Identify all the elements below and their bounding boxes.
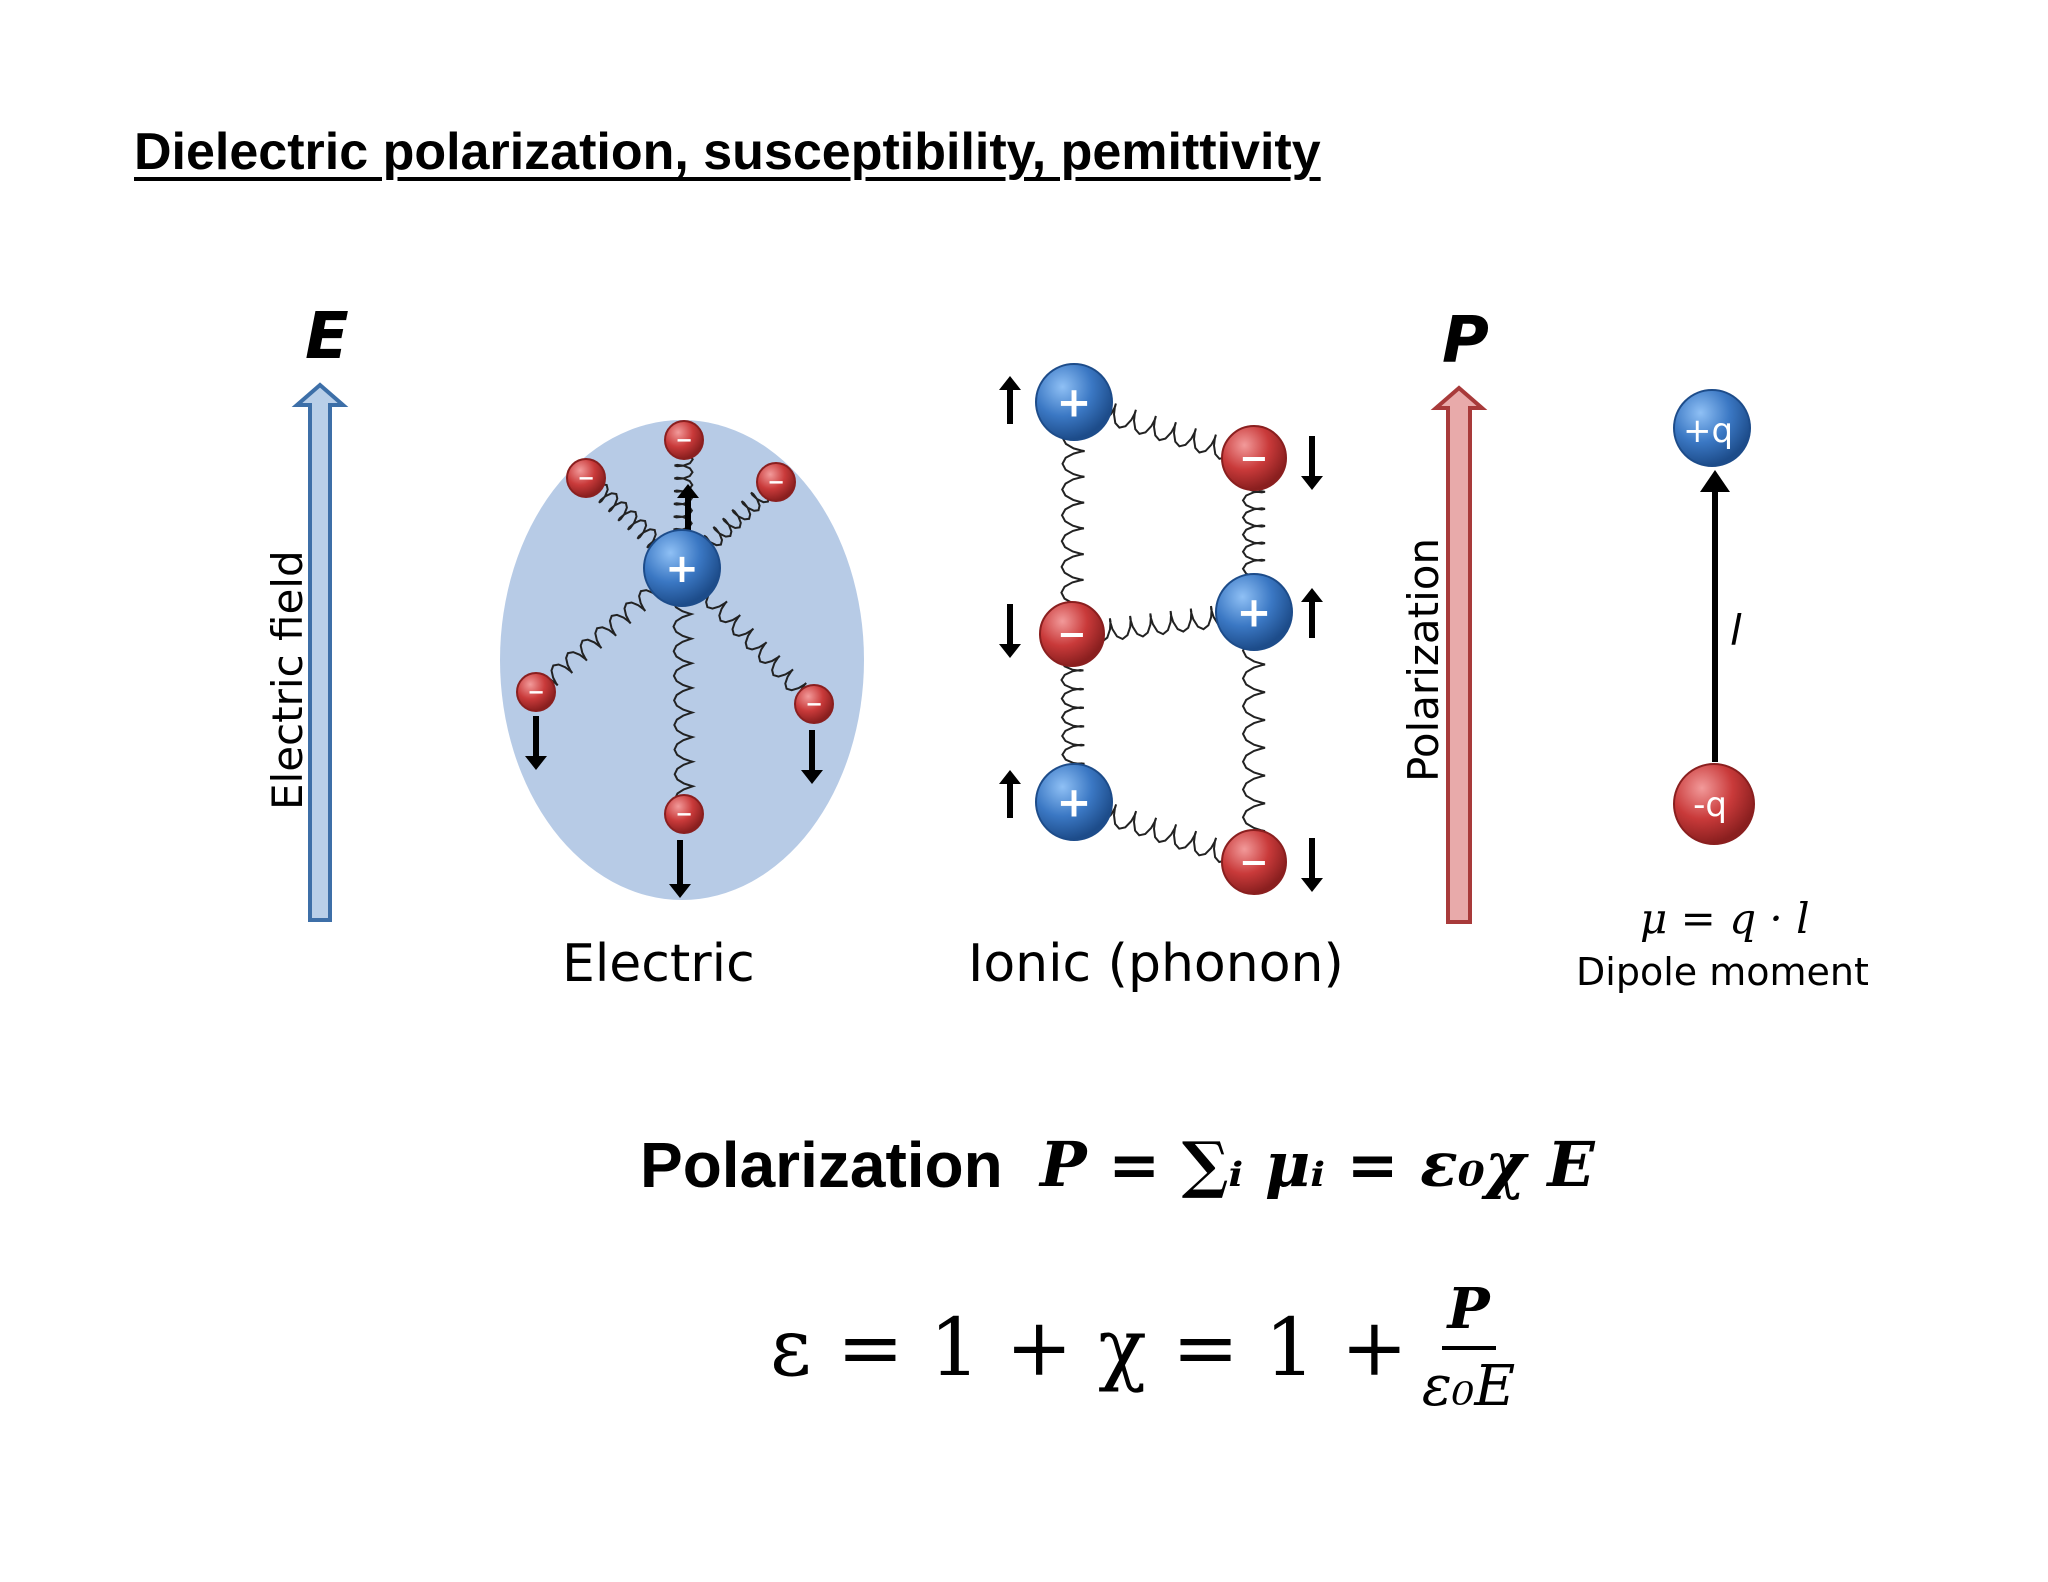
up-arrow <box>677 484 699 530</box>
electric-field-arrow <box>291 382 349 922</box>
fraction-numerator: P <box>1441 1276 1496 1350</box>
polarization-equation-text: P = ∑ᵢ μᵢ = ε₀χ E <box>1040 1128 1595 1201</box>
spring <box>1241 611 1266 863</box>
electronic-polarization-model: + − − − − − − <box>500 420 864 900</box>
polarization-label: Polarization <box>1399 538 1448 782</box>
dipole-model: +q -q l <box>1673 389 1755 845</box>
positive-charge <box>1673 389 1751 467</box>
positive-ion: + <box>1035 363 1113 441</box>
plus-sign: + <box>1056 377 1091 426</box>
dipole-length-symbol: l <box>1730 606 1742 655</box>
up-arrow <box>999 770 1021 818</box>
negative-ion: − <box>566 458 606 498</box>
negative-ion: − <box>1221 829 1287 895</box>
minus-sign: − <box>1057 614 1086 655</box>
negative-ion: − <box>664 794 704 834</box>
polarization-arrow <box>1430 385 1488 924</box>
minus-sign: − <box>675 428 693 452</box>
plus-sign: + <box>1056 777 1091 826</box>
polarization-equation: P = ∑ᵢ μᵢ = ε₀χ E <box>1040 1128 1595 1201</box>
down-arrow <box>999 604 1021 658</box>
field-label: Electric field <box>263 550 312 810</box>
minus-sign: − <box>767 470 785 494</box>
negative-charge <box>1673 763 1755 845</box>
down-arrow <box>525 716 547 770</box>
minus-sign: − <box>527 680 545 704</box>
negative-ion: − <box>1221 425 1287 491</box>
displacement-arrows <box>525 484 823 898</box>
minus-sign: − <box>675 802 693 826</box>
spring <box>671 567 697 815</box>
minus-sign: − <box>1239 842 1268 883</box>
plus-sign: + <box>1236 587 1271 636</box>
polarization-symbol: P <box>1442 304 1489 378</box>
minus-sign: − <box>1239 438 1268 479</box>
dipole-formula: μ = q · l <box>1640 894 1810 943</box>
fraction: P ε₀E <box>1422 1276 1515 1419</box>
down-arrow <box>1301 838 1323 892</box>
permittivity-equation: ε = 1 + χ = 1 + P ε₀E <box>770 1276 1515 1419</box>
positive-ion: + <box>1035 763 1113 841</box>
minus-sign: − <box>577 466 595 490</box>
negative-ion: − <box>756 462 796 502</box>
ionic-caption: Ionic (phonon) <box>968 934 1344 994</box>
positive-charge-label: +q <box>1683 411 1733 451</box>
ionic-polarization-model: + − − + + − <box>999 363 1323 895</box>
electric-caption: Electric <box>562 934 755 994</box>
down-arrow <box>801 730 823 784</box>
negative-ion: − <box>1039 601 1105 667</box>
fraction-denominator: ε₀E <box>1421 1353 1516 1419</box>
up-arrow <box>999 376 1021 424</box>
down-arrow <box>669 840 691 898</box>
dipole-caption: Dipole moment <box>1576 950 1869 994</box>
plus-sign: + <box>665 546 699 592</box>
negative-ion: − <box>516 672 556 712</box>
down-arrow <box>1301 436 1323 490</box>
negative-ion: − <box>794 684 834 724</box>
up-arrow <box>1301 588 1323 638</box>
slide-title: Dielectric polarization, susceptibility,… <box>134 123 1321 181</box>
permittivity-equation-lhs: ε = 1 + χ = 1 + <box>770 1300 1408 1394</box>
positive-ion: + <box>1215 573 1293 651</box>
negative-charge-label: -q <box>1693 785 1727 825</box>
equation1-label: Polarization <box>640 1129 1003 1201</box>
positive-nucleus <box>643 529 721 607</box>
negative-ion: − <box>664 420 704 460</box>
field-symbol: E <box>305 300 349 374</box>
minus-sign: − <box>805 692 823 716</box>
